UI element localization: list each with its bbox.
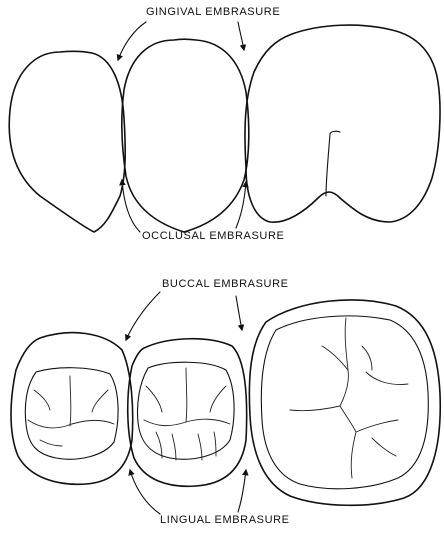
bottom-tooth-3-groove-c [356, 420, 398, 432]
bottom-tooth-3-groove-b [290, 406, 340, 411]
bottom-tooth-2-cusp-a [146, 386, 162, 412]
bottom-tooth-3-groove-d [322, 346, 348, 370]
bottom-tooth-2-cusp-b [210, 386, 226, 412]
bottom-tooth-1-ridge [28, 420, 114, 428]
bottom-tooth-1-table [25, 368, 118, 459]
top-teeth-group [9, 25, 440, 232]
bottom-teeth-group [11, 300, 440, 505]
bottom-tooth-3-groove-h [372, 438, 396, 456]
top-tooth-1 [9, 51, 125, 232]
bottom-tooth-1-cusp-a [34, 390, 50, 410]
bottom-tooth-3-groove-main [340, 318, 356, 432]
gingival-arrow-left [118, 22, 146, 60]
lingual-arrow-left [130, 470, 160, 514]
gingival-arrow-right [238, 22, 244, 50]
top-tooth-3 [245, 25, 440, 222]
bottom-tooth-2-line-b [172, 434, 176, 460]
bottom-tooth-3-groove-f [366, 372, 408, 385]
bottom-tooth-3-table [261, 316, 428, 489]
bottom-tooth-3-outline [249, 300, 440, 505]
gingival-embrasure-label: GINGIVAL EMBRASURE [146, 6, 280, 18]
bottom-tooth-1-outline [11, 333, 133, 485]
buccal-arrow-left [126, 292, 160, 340]
bottom-tooth-2-groove [186, 368, 187, 422]
occlusal-embrasure-label: OCCLUSAL EMBRASURE [142, 230, 284, 242]
lingual-arrow-right [238, 470, 246, 512]
buccal-arrow-right [236, 296, 242, 330]
bottom-tooth-2-line-c [198, 434, 202, 460]
bottom-tooth-1-groove [70, 376, 71, 426]
occlusal-arrow-left [122, 180, 140, 232]
top-tooth-2 [122, 39, 249, 232]
bottom-tooth-2-outline [128, 339, 247, 487]
top-molar-groove [326, 131, 340, 196]
bottom-tooth-2-ridge [144, 419, 230, 425]
bottom-tooth-1-cusp-b [92, 390, 108, 412]
bottom-tooth-3-groove-g [362, 346, 372, 370]
lingual-embrasure-label: LINGUAL EMBRASURE [160, 514, 290, 526]
buccal-embrasure-label: BUCCAL EMBRASURE [162, 278, 289, 290]
bottom-tooth-3-groove-e [351, 432, 356, 478]
bottom-tooth-1-cusp-c [40, 440, 62, 446]
